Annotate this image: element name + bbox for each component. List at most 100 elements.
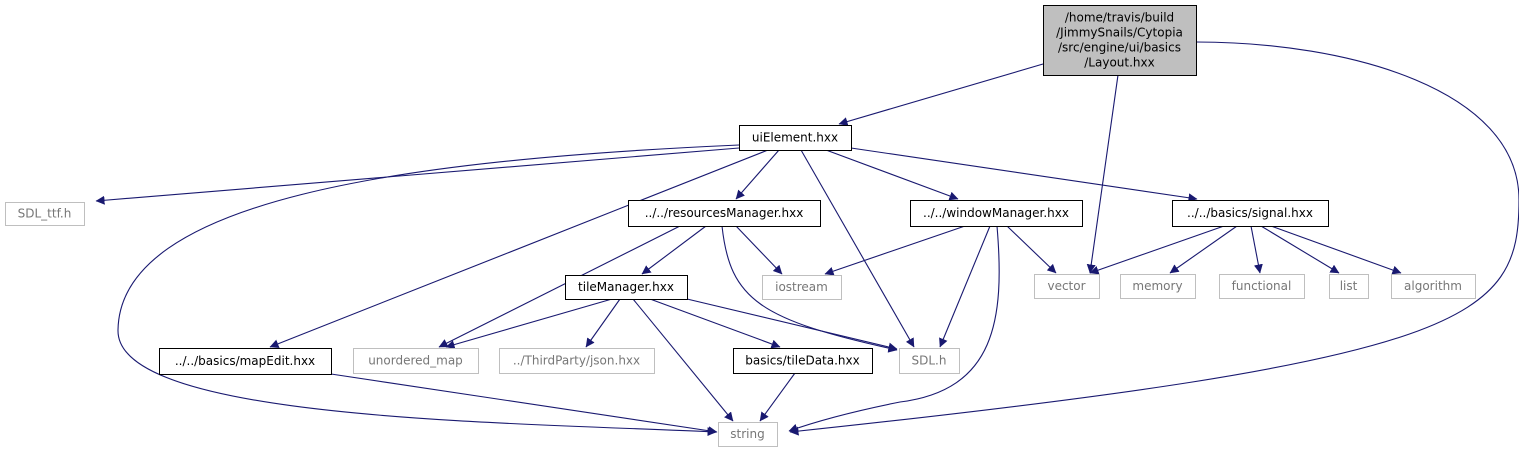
- node-signal[interactable]: ../../basics/signal.hxx: [1172, 200, 1329, 227]
- edge-tilemgr-to-string: [632, 298, 734, 422]
- node-layout[interactable]: /home/travis/build/JimmySnails/Cytopia/s…: [1043, 5, 1197, 76]
- edge-tilemgr-to-json: [585, 298, 621, 348]
- node-resmgr[interactable]: ../../resourcesManager.hxx: [628, 200, 821, 227]
- node-functional: functional: [1219, 274, 1305, 299]
- node-memory: memory: [1120, 274, 1196, 299]
- edge-line: [330, 373, 718, 436]
- edge-line: [1006, 225, 1057, 274]
- edge-line: [850, 147, 1198, 203]
- edge-winmgr-to-sdlh: [939, 225, 991, 348]
- edge-line: [721, 225, 898, 353]
- edge-line: [95, 147, 740, 205]
- edge-layout-to-vector: [1086, 74, 1119, 274]
- node-sdlttf: SDL_ttf.h: [5, 202, 85, 226]
- node-box: [1043, 5, 1197, 76]
- edge-line: [641, 225, 707, 275]
- node-box: [718, 422, 778, 447]
- edge-uielement-to-sdlttf: [95, 147, 740, 205]
- node-tiledata[interactable]: basics/tileData.hxx: [733, 348, 873, 374]
- edge-signal-to-list: [1260, 225, 1340, 274]
- node-box: [499, 348, 655, 374]
- edge-line: [1260, 225, 1340, 274]
- node-label: ../../basics/signal.hxx: [1187, 206, 1313, 220]
- edge-uielement-to-sdlh: [800, 149, 915, 348]
- node-label: memory: [1132, 279, 1182, 293]
- node-uielement[interactable]: uiElement.hxx: [739, 125, 852, 151]
- node-label: /Layout.hxx: [1084, 56, 1154, 70]
- edge-tilemgr-to-sdlh: [686, 298, 898, 352]
- node-sdlh: SDL.h: [899, 348, 960, 374]
- node-label: tileManager.hxx: [578, 280, 674, 294]
- node-box: [1219, 274, 1305, 299]
- node-box: [1120, 274, 1196, 299]
- node-iostream: iostream: [762, 275, 842, 300]
- edge-layout-to-string: [789, 41, 1519, 436]
- edge-uielement-to-mapedit: [269, 149, 769, 349]
- node-label: SDL_ttf.h: [18, 207, 72, 221]
- edge-line: [632, 298, 734, 422]
- node-list: list: [1329, 274, 1369, 299]
- edge-line: [1250, 225, 1263, 274]
- edge-line: [939, 225, 991, 348]
- node-box: [159, 348, 332, 375]
- edge-signal-to-algorithm: [1270, 225, 1402, 275]
- edge-signal-to-vector: [1089, 225, 1225, 275]
- node-box: [565, 275, 688, 300]
- node-box: [733, 348, 873, 374]
- edge-line: [735, 149, 780, 200]
- node-label: /JimmySnails/Cytopia: [1056, 26, 1183, 40]
- node-winmgr[interactable]: ../../windowManager.hxx: [910, 200, 1083, 227]
- node-string: string: [718, 422, 778, 447]
- node-tilemgr[interactable]: tileManager.hxx: [565, 275, 688, 300]
- edge-line: [735, 225, 783, 275]
- node-vector: vector: [1034, 274, 1100, 299]
- node-label: iostream: [775, 280, 828, 294]
- edge-tilemgr-to-unordered: [445, 298, 613, 349]
- edge-line: [824, 225, 966, 276]
- edge-tilemgr-to-tiledata: [649, 298, 781, 349]
- node-label: /src/engine/ui/basics: [1058, 41, 1181, 55]
- edge-winmgr-to-string: [788, 225, 1000, 433]
- edge-line: [1086, 74, 1119, 274]
- edge-tiledata-to-string: [759, 372, 796, 422]
- edge-winmgr-to-vector: [1006, 225, 1057, 274]
- edge-uielement-to-winmgr: [825, 149, 959, 201]
- node-label: ../../windowManager.hxx: [923, 206, 1069, 220]
- node-label: /home/travis/build: [1065, 11, 1174, 25]
- node-json: ../ThirdParty/json.hxx: [499, 348, 655, 374]
- node-box: [5, 202, 85, 226]
- edge-uielement-to-resmgr: [735, 149, 780, 200]
- edge-line: [686, 298, 898, 352]
- edge-signal-to-memory: [1169, 225, 1238, 274]
- node-box: [1391, 274, 1476, 299]
- node-unordered: unordered_map: [353, 348, 479, 374]
- edge-line: [445, 298, 613, 349]
- node-label: functional: [1232, 279, 1292, 293]
- edge-line: [789, 41, 1519, 436]
- edge-uielement-to-signal: [850, 147, 1198, 203]
- node-label: basics/tileData.hxx: [745, 354, 859, 368]
- node-label: string: [730, 427, 764, 441]
- node-box: [739, 125, 852, 151]
- node-label: algorithm: [1404, 279, 1462, 293]
- node-label: vector: [1047, 279, 1085, 293]
- edge-resmgr-to-iostream: [735, 225, 783, 275]
- edge-winmgr-to-iostream: [824, 225, 966, 276]
- edge-line: [800, 149, 915, 348]
- node-box: [353, 348, 479, 374]
- node-mapedit[interactable]: ../../basics/mapEdit.hxx: [159, 348, 332, 375]
- node-label: unordered_map: [368, 354, 463, 368]
- edge-line: [788, 225, 1000, 433]
- edge-mapedit-to-string: [330, 373, 718, 436]
- node-label: ../../basics/mapEdit.hxx: [175, 354, 315, 368]
- node-label: ../../resourcesManager.hxx: [645, 206, 804, 220]
- edge-line: [1089, 225, 1225, 275]
- edge-line: [438, 225, 681, 348]
- edge-line: [1169, 225, 1238, 274]
- edge-resmgr-to-unordered: [438, 225, 681, 348]
- edge-line: [649, 298, 781, 349]
- edge-uielement-to-string: [117, 144, 740, 437]
- node-box: [1329, 274, 1369, 299]
- node-box: [910, 200, 1083, 227]
